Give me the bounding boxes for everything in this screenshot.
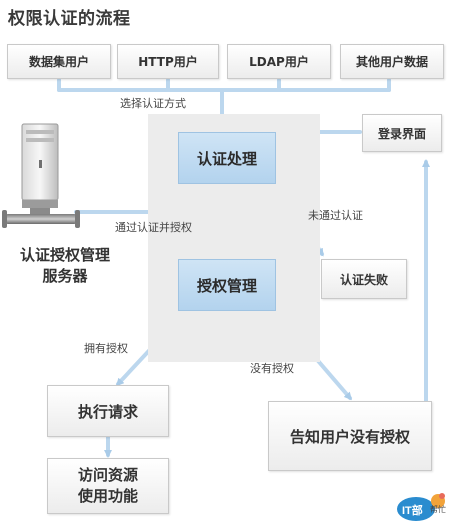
login-ui-node: 登录界面 (362, 114, 442, 152)
watermark-text: IT部 (402, 505, 423, 517)
source-other-users: 其他用户数据 (340, 44, 444, 79)
diagram-title: 权限认证的流程 (8, 9, 131, 29)
server-label: 认证授权管理 服务器 (6, 245, 124, 287)
source-ldap-users: LDAP用户 (227, 44, 331, 79)
watermark-subtext: 帮忙 (430, 505, 446, 514)
source-database-users: 数据集用户 (7, 44, 111, 79)
auth-process-node: 认证处理 (178, 132, 276, 184)
label-select-method: 选择认证方式 (120, 97, 186, 110)
notify-no-permission-node: 告知用户没有授权 (268, 401, 432, 471)
source-http-users: HTTP用户 (117, 44, 219, 79)
watermark-logo: IT部 帮忙 (396, 487, 450, 523)
server-icon (2, 123, 80, 228)
label-passed-authorize: 通过认证并授权 (115, 221, 192, 234)
server-label-line1: 认证授权管理 (19, 246, 110, 264)
server-label-line2: 服务器 (42, 267, 88, 285)
access-resources-node: 访问资源 使用功能 (47, 458, 169, 514)
auth-failed-node: 认证失败 (321, 259, 407, 299)
execute-request-node: 执行请求 (47, 385, 169, 437)
authorization-node: 授权管理 (178, 259, 276, 311)
label-has-permission: 拥有授权 (84, 342, 128, 355)
label-no-permission: 没有授权 (250, 362, 294, 375)
watermark-badge-icon (397, 493, 445, 521)
label-not-passed: 未通过认证 (308, 209, 363, 222)
